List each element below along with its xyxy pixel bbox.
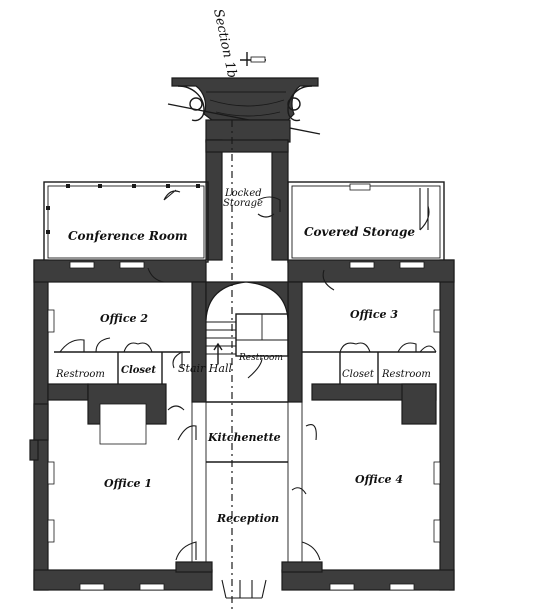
label-office-3: Office 3: [350, 308, 398, 321]
label-locked-storage-line: Locked: [224, 188, 262, 199]
interior-walls: [33, 281, 437, 573]
section-label: Section 1b: [210, 8, 239, 80]
label-restroom-center: Restroom: [238, 353, 283, 363]
label-stair-hall: Stair Hall: [178, 362, 232, 375]
label-locked-storage: Storage: [223, 198, 263, 209]
main-outer-walls: [29, 259, 455, 591]
section-marker: Section 1b: [210, 8, 266, 80]
label-office-4: Office 4: [355, 473, 403, 486]
label-closet-right: Closet: [342, 369, 375, 380]
label-restroom-left: Restroom: [55, 369, 105, 380]
label-closet-left: Closet: [121, 365, 156, 376]
label-reception: Reception: [216, 512, 279, 525]
room-labels: Conference Room Locked Storage Covered S…: [55, 188, 431, 525]
label-kitchenette: Kitchenette: [207, 431, 281, 444]
upper-annex-walls: [43, 181, 445, 263]
label-covered-storage: Covered Storage: [304, 225, 415, 239]
door-swings: [59, 267, 437, 599]
label-office-1: Office 1: [104, 477, 152, 490]
portico-capital: [167, 77, 321, 143]
label-office-2: Office 2: [100, 312, 148, 325]
label-conference-room: Conference Room: [68, 229, 188, 243]
label-restroom-right: Restroom: [381, 369, 431, 380]
